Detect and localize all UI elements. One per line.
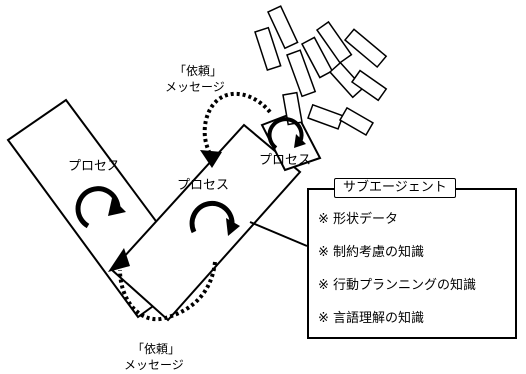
process-label-left: プロセス: [68, 159, 121, 174]
subagent-item-constraint-knowledge: ※ 制約考慮の知識: [318, 245, 425, 260]
arrowhead-bottom: [108, 248, 130, 272]
subagent-title: サブエージェント: [334, 178, 456, 198]
request-arrow-top: [202, 91, 272, 159]
hand-segment: [260, 110, 322, 172]
process-label-middle: プロセス: [177, 178, 230, 193]
subagent-item-language-understanding-knowledge: ※ 言語理解の知識: [318, 311, 425, 326]
subagent-item-shape-data: ※ 形状データ: [318, 212, 399, 227]
request-label-bottom: 「依頼」: [132, 342, 181, 356]
request-label-top: 「依頼」: [174, 64, 223, 78]
process-cycle-middle: [189, 200, 240, 236]
subagent-item-action-planning-knowledge: ※ 行動プランニングの知識: [318, 278, 477, 293]
message-label-top: メッセージ: [165, 80, 225, 94]
forearm-segment: [110, 123, 302, 322]
subagent-connector: [249, 221, 308, 247]
process-label-right: プロセス: [259, 153, 312, 168]
arrowhead-top: [200, 150, 222, 168]
message-label-bottom: メッセージ: [124, 358, 184, 372]
process-cycle-left: [75, 186, 126, 229]
process-cycle-right: [267, 117, 306, 150]
subagent-box: [307, 188, 517, 339]
finger-group: [254, 5, 388, 137]
request-arrow-bottom: [118, 261, 217, 322]
